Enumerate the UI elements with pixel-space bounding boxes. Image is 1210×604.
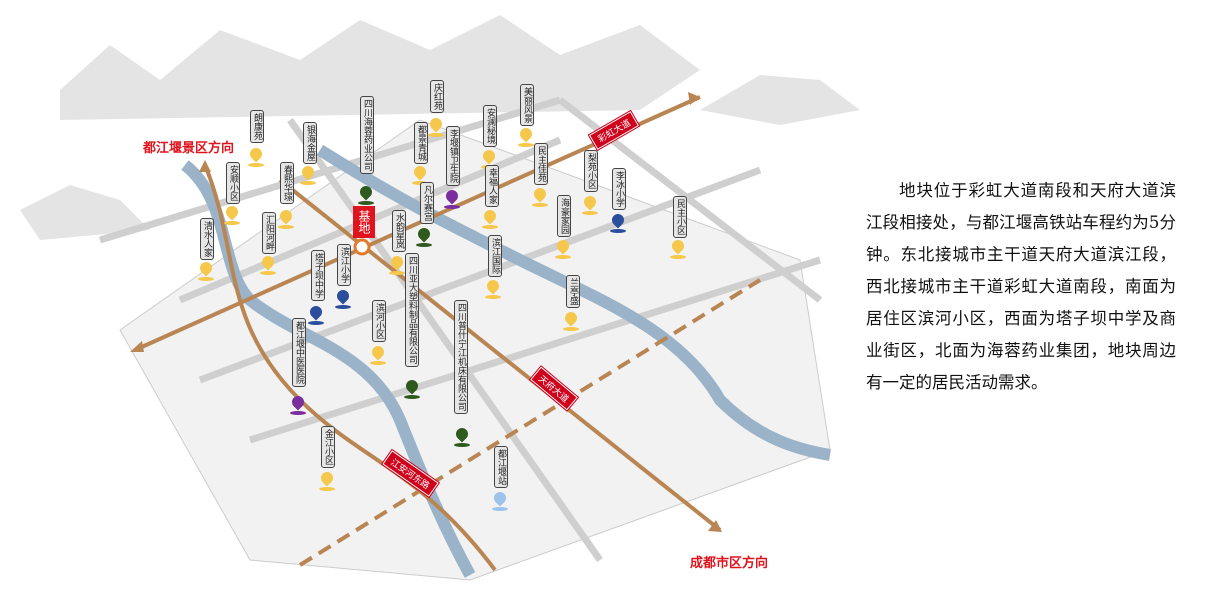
pin-base: [198, 277, 214, 281]
site-marker-icon: [353, 238, 371, 256]
poi-label: 春熙华璟: [280, 162, 294, 204]
site-label: 基地: [353, 206, 375, 238]
pin-base: [224, 221, 240, 225]
mountains: [20, 15, 860, 240]
poi-label: 都江堰站: [494, 446, 508, 488]
poi-label: 滨河小区: [372, 300, 386, 342]
poi-label: 海豪家园: [557, 195, 571, 237]
poi-label: 梨苑小区: [584, 150, 598, 192]
pin-base: [582, 211, 598, 215]
arrow-north-icon: [199, 160, 211, 172]
poi-label: 汇阳河畔: [262, 212, 276, 254]
pin-base: [563, 327, 579, 331]
pin-base: [358, 201, 374, 205]
arrow-northeast-icon: [688, 92, 700, 105]
poi-label: 水韵星岚: [392, 210, 406, 252]
poi-label: 四川亚大塑料制品有限公司: [405, 253, 419, 367]
pin-base: [428, 133, 444, 137]
pin-base: [518, 143, 534, 147]
pin-base: [248, 163, 264, 167]
poi-label: 李冰小学: [612, 168, 626, 210]
pin-base: [308, 321, 324, 325]
poi-label: 滨江国际: [488, 235, 502, 277]
pin-base: [389, 271, 405, 275]
poi-label: 凡尔赛宫: [420, 182, 434, 224]
poi-label: 金江小区: [321, 426, 335, 468]
poi-label: 李堰镇卫生院: [446, 126, 460, 186]
poi-label: 都景青城: [414, 122, 428, 164]
poi-label: 朗康苑: [250, 110, 264, 143]
pin-base: [335, 305, 351, 309]
pin-base: [610, 229, 626, 233]
poi-label: 四川普什宁江机床有限公司: [454, 300, 468, 414]
poi-label: 安澜秘境: [483, 105, 497, 147]
pin-base: [454, 443, 470, 447]
pin-base: [444, 205, 460, 209]
pin-base: [485, 295, 501, 299]
poi-label: 民主小区: [673, 196, 687, 238]
poi-label: 安顺小区: [226, 162, 240, 204]
pin-base: [492, 507, 508, 511]
pin-base: [555, 255, 571, 259]
arrow-west-icon: [130, 341, 144, 352]
poi-label: 幸福人家: [485, 165, 499, 207]
poi-label: 民主佳苑: [534, 143, 548, 185]
pin-base: [319, 487, 335, 491]
pin-base: [404, 395, 420, 399]
pin-base: [260, 271, 276, 275]
poi-label: 兰亭盛: [566, 275, 580, 308]
poi-label: 银海金屋: [303, 122, 317, 164]
pin-base: [532, 203, 548, 207]
pin-base: [482, 225, 498, 229]
poi-label: 庆红苑: [430, 80, 444, 113]
high-speed-rail: [298, 278, 762, 567]
pin-base: [300, 181, 316, 185]
tianfu-avenue: [278, 178, 722, 532]
poi-label: 清水人家: [200, 218, 214, 260]
arrows: [130, 92, 722, 532]
pin-base: [370, 361, 386, 365]
direction-scenic-area: 都江堰景区方向: [143, 141, 235, 156]
poi-label: 都江堰中医医院: [292, 318, 306, 387]
poi-label: 塔子坝中学: [311, 250, 325, 301]
pin-base: [278, 225, 294, 229]
site-description: 地块位于彩虹大道南段和天府大道滨江段相接处，与都江堰高铁站车程约为5分钟。东北接…: [866, 181, 1176, 392]
poi-label: 美丽风景: [520, 84, 534, 126]
poi-label: 四川海蓉药业公司: [360, 96, 374, 174]
arrow-southeast-icon: [708, 520, 722, 532]
pin-base: [416, 243, 432, 247]
pin-base: [290, 411, 306, 415]
pin-base: [670, 255, 686, 259]
poi-label: 滨江小学: [337, 244, 351, 286]
direction-chengdu: 成都市区方向: [690, 556, 769, 571]
